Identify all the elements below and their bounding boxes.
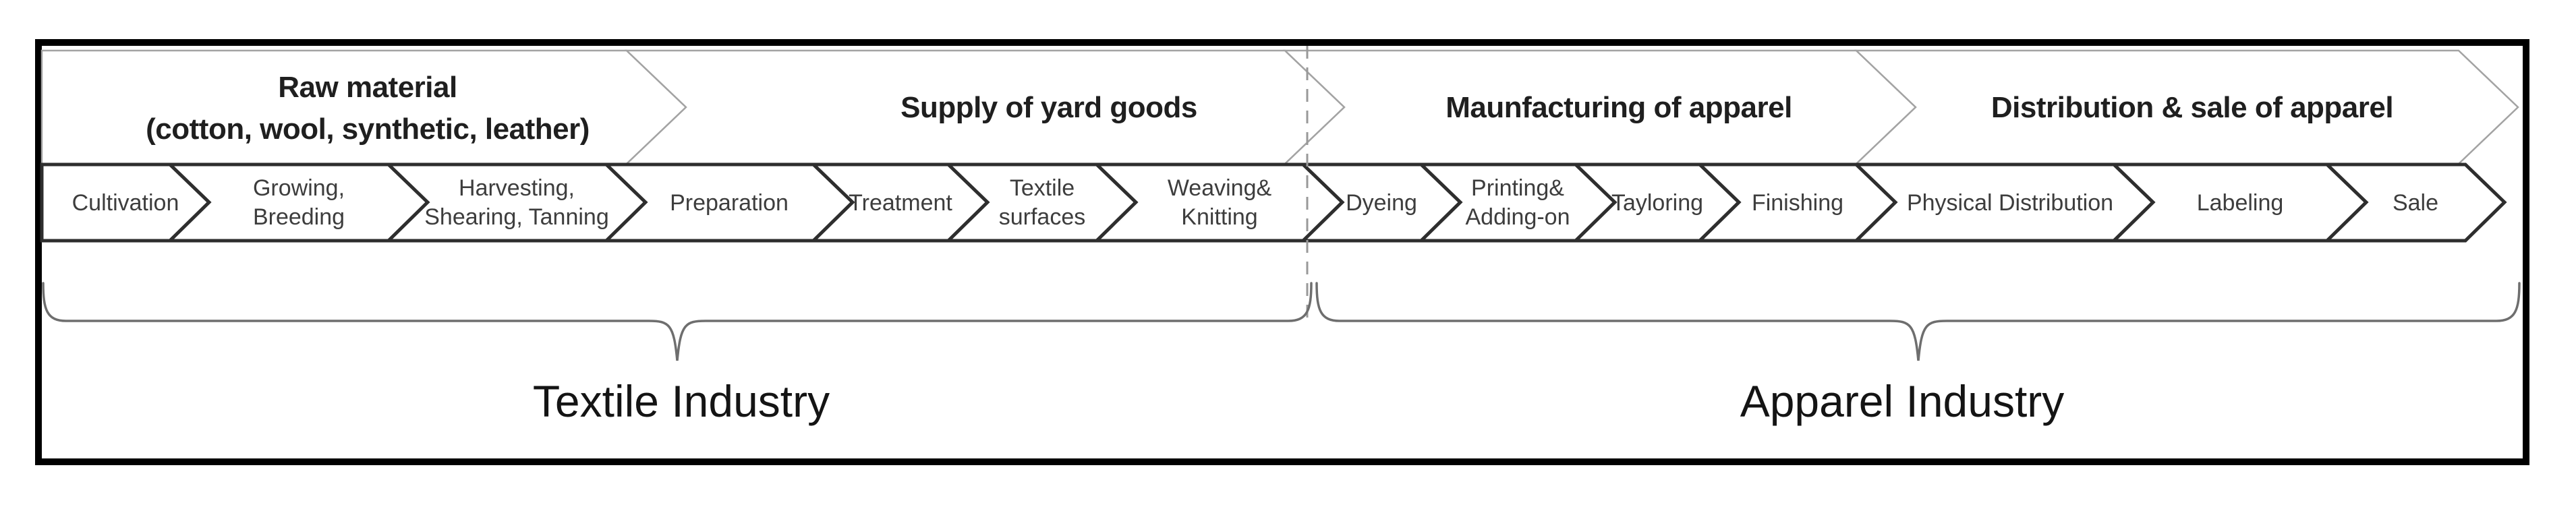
phase-label-manufacturing-of-apparel: Maunfacturing of apparel: [1446, 91, 1792, 124]
phase-label-distribution-sale: Distribution & sale of apparel: [1991, 91, 2393, 124]
stage-label-textile-surfaces-line2: surfaces: [999, 204, 1086, 230]
phase-chevron-raw-material: [40, 49, 687, 165]
stage-chevron-sale: [2322, 162, 2507, 243]
stage-label-harvesting-line2: Shearing, Tanning: [424, 204, 608, 230]
stage-label-printing-line2: Adding-on: [1465, 204, 1570, 230]
stage-label-weaving-line1: Weaving&: [1168, 175, 1272, 201]
stage-label-growing-line1: Growing,: [253, 175, 345, 201]
stage-row: Cultivation Growing, Breeding Harvesting…: [40, 162, 2507, 243]
industry-braces: [42, 282, 2521, 361]
stage-label-harvesting-line1: Harvesting,: [459, 175, 575, 201]
phase-label-raw-material-line2: (cotton, wool, synthetic, leather): [146, 113, 590, 146]
stage-label-sale: Sale: [2393, 190, 2438, 216]
phase-row: Raw material (cotton, wool, synthetic, l…: [40, 49, 2519, 165]
textile-industry-label: Textile Industry: [533, 376, 830, 426]
stage-label-cultivation: Cultivation: [72, 190, 179, 216]
apparel-industry-label: Apparel Industry: [1740, 376, 2065, 426]
stage-label-physical-distribution: Physical Distribution: [1907, 190, 2113, 216]
stage-label-treatment: Treatment: [849, 190, 952, 216]
textile-industry-brace: [42, 282, 1313, 361]
apparel-industry-brace: [1315, 282, 2521, 361]
phase-label-supply-of-yard-goods: Supply of yard goods: [900, 91, 1197, 124]
stage-label-finishing: Finishing: [1752, 190, 1843, 216]
phase-label-raw-material-line1: Raw material: [278, 71, 457, 104]
stage-label-labeling: Labeling: [2197, 190, 2284, 216]
stage-label-preparation: Preparation: [670, 190, 789, 216]
stage-label-tayloring: Tayloring: [1611, 190, 1703, 216]
stage-label-weaving-line2: Knitting: [1181, 204, 1257, 230]
stage-label-dyeing: Dyeing: [1346, 190, 1417, 216]
stage-label-growing-line2: Breeding: [253, 204, 345, 230]
stage-label-printing-line1: Printing&: [1471, 175, 1564, 201]
stage-label-textile-surfaces-line1: Textile: [1010, 175, 1075, 201]
